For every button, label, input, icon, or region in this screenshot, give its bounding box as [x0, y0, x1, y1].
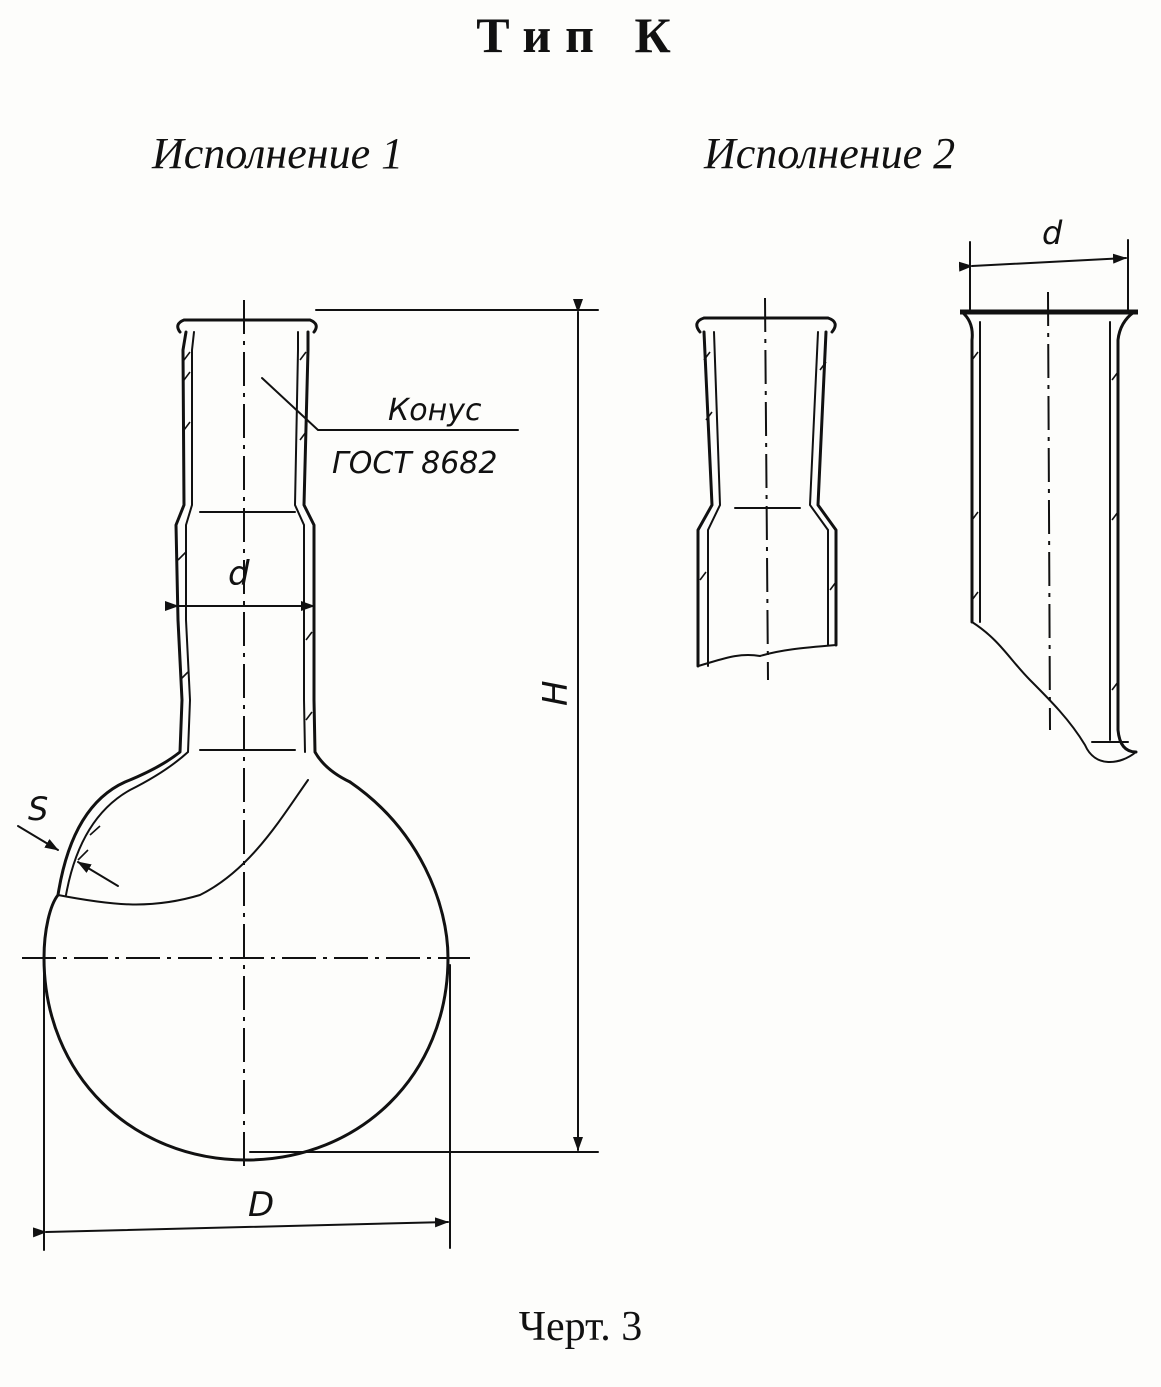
figure-caption: Черт. 3 — [518, 1304, 643, 1350]
neck-variant-2 — [695, 297, 838, 681]
tube-centerline — [1047, 291, 1051, 731]
tube-left-wall — [960, 310, 974, 624]
neck2-right-inner-wall — [808, 331, 829, 646]
neck-diameter-label: d — [228, 554, 250, 594]
flask-right-inner-wall — [293, 331, 306, 753]
tube-right-wall — [1116, 310, 1138, 754]
cone-standard-label: ГОСТ 8682 — [332, 446, 497, 481]
flask-section-line — [57, 779, 309, 906]
neck2-right-wall — [816, 330, 838, 647]
tube-diameter-dimension — [958, 253, 1127, 272]
wall-hatching — [77, 351, 313, 861]
tube-variant-2: d — [958, 214, 1138, 764]
bulb-diameter-dimension — [32, 1217, 449, 1238]
neck2-left-wall — [696, 330, 714, 668]
wall-thickness-label: S — [28, 790, 48, 828]
wall-thickness-arrow-outer — [17, 825, 59, 851]
tube-break-line — [971, 621, 1137, 764]
flask-left-inner-wall — [65, 331, 195, 896]
neck2-left-inner-wall — [707, 331, 722, 667]
flask-right-wall — [302, 330, 352, 784]
bulb-diameter-label: D — [248, 1185, 274, 1225]
variant-2-heading: Исполнение 2 — [704, 129, 956, 178]
flask-bulb — [42, 780, 450, 1162]
flask-left-wall — [56, 330, 188, 897]
page-title: Тип К — [476, 7, 685, 63]
cone-leader-line — [261, 377, 519, 431]
variant-1-heading: Исполнение 1 — [152, 129, 404, 178]
neck2-hatching — [699, 351, 837, 591]
tube-diameter-label: d — [1042, 214, 1063, 252]
neck2-centerline — [764, 297, 769, 681]
wall-thickness-arrow-inner — [77, 861, 119, 887]
cone-label: Конус — [388, 393, 482, 428]
flask-rim — [176, 318, 318, 334]
flask-variant-1: Конус ГОСТ 8682 d S H D — [17, 299, 599, 1251]
tube-hatching — [971, 351, 1119, 691]
neck2-break-line — [697, 644, 837, 667]
height-label: H — [536, 680, 576, 706]
